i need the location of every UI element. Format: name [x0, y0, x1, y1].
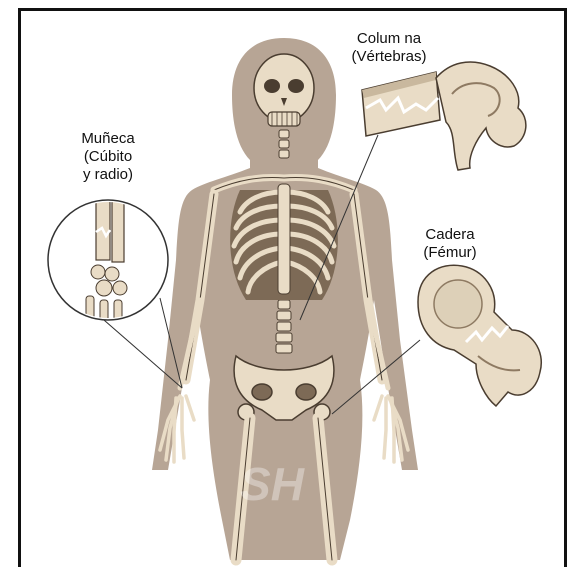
label-hip: Cadera (Fémur)	[400, 226, 500, 262]
rib-cage	[230, 184, 338, 300]
label-wrist: Muñeca (Cúbito y radio)	[58, 130, 158, 184]
femur-fracture-icon	[418, 265, 541, 406]
vertebra-fracture-icon	[362, 62, 526, 170]
label-spine-line1: Colum na	[334, 30, 444, 48]
wrist-fracture-icon	[48, 200, 168, 326]
label-spine-line2: (Vértebras)	[334, 48, 444, 66]
label-wrist-line3: y radio)	[58, 166, 158, 184]
label-wrist-line2: (Cúbito	[58, 148, 158, 166]
label-hip-line1: Cadera	[400, 226, 500, 244]
watermark: SH	[240, 458, 305, 510]
label-spine: Colum na (Vértebras)	[334, 30, 444, 66]
label-hip-line2: (Fémur)	[400, 244, 500, 262]
label-wrist-line1: Muñeca	[58, 130, 158, 148]
